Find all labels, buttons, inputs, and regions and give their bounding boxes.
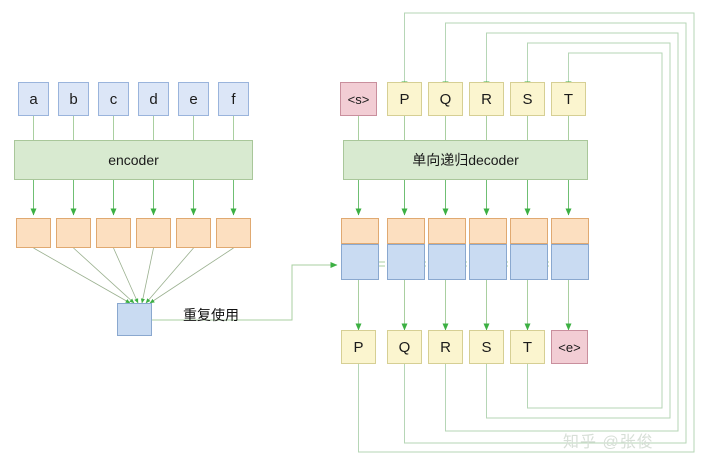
- decoder-hidden-top[interactable]: [428, 218, 466, 244]
- encoder-input-token[interactable]: f: [218, 82, 249, 116]
- decoder-hidden-bottom[interactable]: [341, 244, 379, 280]
- decoder-hidden-bottom[interactable]: [469, 244, 507, 280]
- decoder-input-token-start[interactable]: <s>: [340, 82, 377, 116]
- decoder-hidden-bottom[interactable]: [387, 244, 425, 280]
- encoder-input-token[interactable]: b: [58, 82, 89, 116]
- decoder-input-token[interactable]: R: [469, 82, 504, 116]
- watermark: 知乎 @张俊: [563, 434, 654, 451]
- encoder-block[interactable]: encoder: [14, 140, 253, 180]
- decoder-hidden-bottom[interactable]: [551, 244, 589, 280]
- encoder-hidden-state[interactable]: [16, 218, 51, 248]
- decoder-output-token[interactable]: S: [469, 330, 504, 364]
- decoder-hidden-top[interactable]: [551, 218, 589, 244]
- decoder-input-token[interactable]: T: [551, 82, 586, 116]
- decoder-output-token-end[interactable]: <e>: [551, 330, 588, 364]
- decoder-hidden-bottom[interactable]: [510, 244, 548, 280]
- decoder-output-token[interactable]: R: [428, 330, 463, 364]
- reuse-label: 重复使用: [183, 307, 239, 323]
- decoder-hidden-top[interactable]: [510, 218, 548, 244]
- decoder-block[interactable]: 单向递归decoder: [343, 140, 588, 180]
- encoder-hidden-state[interactable]: [136, 218, 171, 248]
- decoder-hidden-top[interactable]: [387, 218, 425, 244]
- decoder-output-token[interactable]: T: [510, 330, 545, 364]
- decoder-input-token[interactable]: S: [510, 82, 545, 116]
- encoder-hidden-state[interactable]: [56, 218, 91, 248]
- decoder-input-token[interactable]: P: [387, 82, 422, 116]
- encoder-input-token[interactable]: e: [178, 82, 209, 116]
- encoder-hidden-state[interactable]: [176, 218, 211, 248]
- encoder-hidden-state[interactable]: [216, 218, 251, 248]
- encoder-input-token[interactable]: c: [98, 82, 129, 116]
- decoder-input-token[interactable]: Q: [428, 82, 463, 116]
- encoder-input-token[interactable]: a: [18, 82, 49, 116]
- encoder-hidden-state[interactable]: [96, 218, 131, 248]
- decoder-output-token[interactable]: Q: [387, 330, 422, 364]
- encoder-input-token[interactable]: d: [138, 82, 169, 116]
- decoder-hidden-top[interactable]: [469, 218, 507, 244]
- decoder-hidden-top[interactable]: [341, 218, 379, 244]
- decoder-output-token[interactable]: P: [341, 330, 376, 364]
- context-vector-box[interactable]: [117, 303, 152, 336]
- decoder-hidden-bottom[interactable]: [428, 244, 466, 280]
